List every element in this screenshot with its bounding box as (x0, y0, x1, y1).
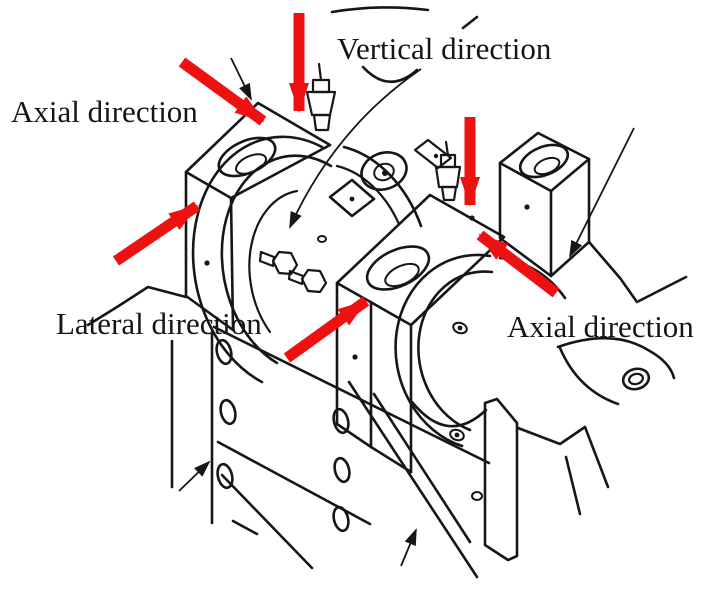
eye-bolt-arm (556, 336, 676, 406)
red-arrow-axial-left-lower (112, 201, 201, 266)
hex-bolts-icon (258, 250, 328, 294)
label-axial-direction-right: Axial direction (507, 309, 694, 344)
left-pedestal (184, 101, 332, 332)
label-vertical-direction: Vertical direction (337, 31, 552, 66)
leader-vertical-label (289, 68, 422, 229)
label-axial-direction-left: Axial direction (11, 94, 198, 129)
right-pedestal (335, 193, 506, 474)
rear-right-pedestal (498, 131, 591, 278)
leader-top-right (569, 127, 635, 258)
machine-line-art (86, 6, 688, 579)
red-arrow-lateral-center (283, 296, 370, 363)
leader-bottom-center (400, 528, 417, 567)
top-bracket-curves (330, 6, 479, 84)
right-bearing-housing (394, 253, 567, 448)
bench-frame (86, 240, 688, 579)
red-arrow-axial-right (476, 230, 560, 298)
leader-bottom-left (178, 460, 211, 492)
leader-top-left (230, 57, 252, 101)
red-arrow-axial-top-left (178, 57, 267, 126)
label-lateral-direction: Lateral direction (56, 306, 262, 341)
accelerometer-right-icon (434, 140, 462, 202)
accelerometer-left-icon (305, 62, 337, 132)
annotation-arrows (112, 13, 635, 567)
